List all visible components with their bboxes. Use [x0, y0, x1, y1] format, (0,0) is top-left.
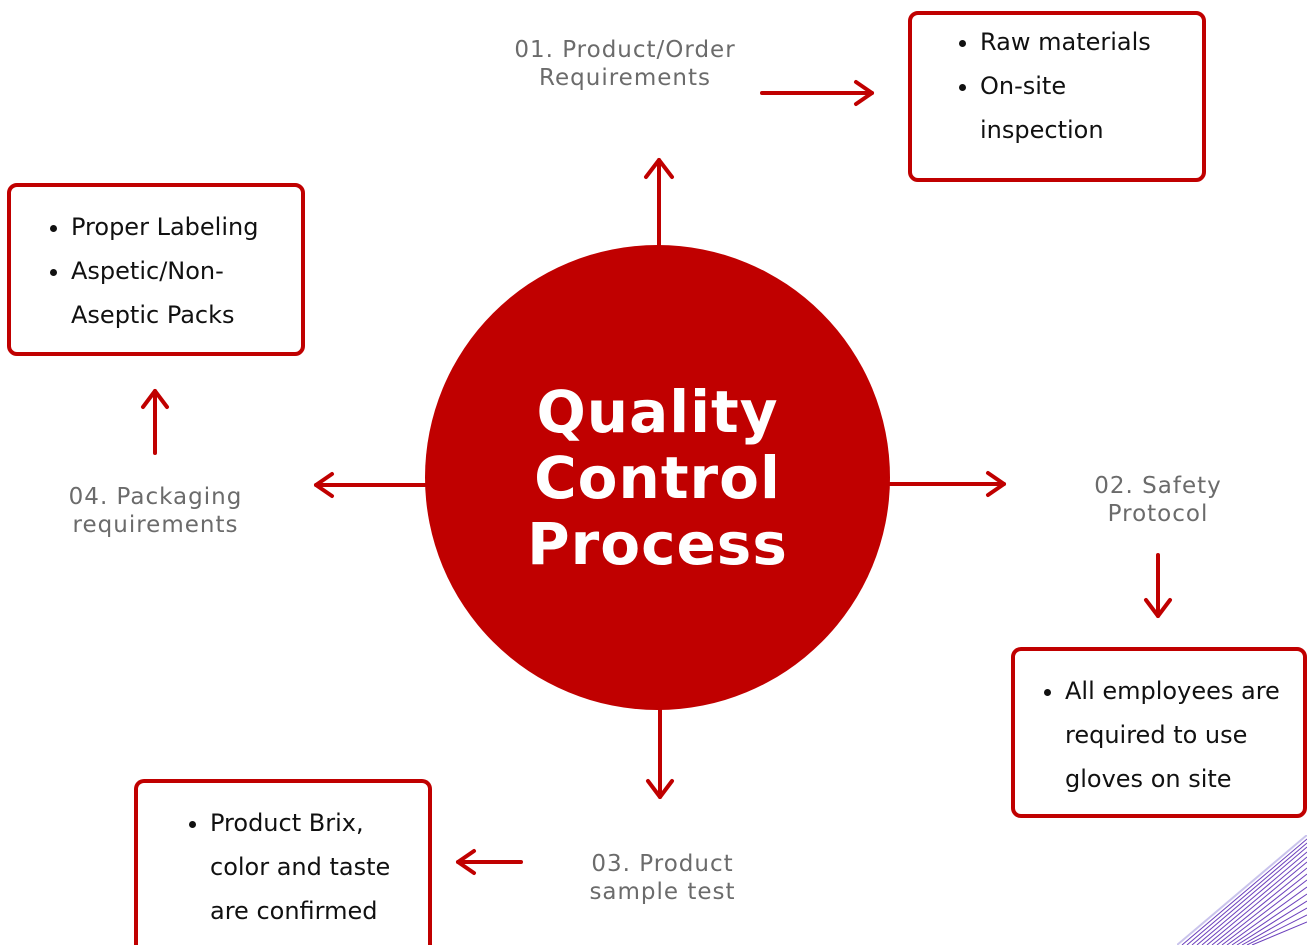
step4-box: Proper Labeling Aspetic/Non-Aseptic Pack… — [7, 183, 305, 356]
center-circle: Quality Control Process — [425, 245, 890, 710]
corner-decoration — [1177, 835, 1307, 945]
arrow-right-to-step2 — [888, 471, 1006, 497]
step3-box: Product Brix, color and taste are confir… — [134, 779, 432, 945]
step2-item-gloves: All employees are required to use gloves… — [1065, 669, 1289, 801]
step4-item-labeling: Proper Labeling — [71, 205, 301, 249]
step1-item-raw-materials: Raw materials — [980, 20, 1202, 64]
arrow-up-to-step4-box — [141, 389, 169, 455]
step1-item-onsite-inspection: On-site inspection — [980, 64, 1120, 152]
step2-box: All employees are required to use gloves… — [1011, 647, 1307, 818]
arrow-left-to-step3-box — [456, 849, 523, 875]
step1-label: 01. Product/Order Requirements — [514, 37, 736, 91]
title-line-2: Control — [534, 443, 781, 512]
arrow-down-to-step2-box — [1144, 553, 1172, 618]
step3-label: 03. Product sample test — [589, 851, 736, 905]
arrow-right-to-step1-box — [760, 80, 874, 106]
step2-label: 02. Safety Protocol — [1094, 473, 1222, 527]
step1-box: Raw materials On-site inspection — [908, 11, 1206, 182]
step4-item-packs: Aspetic/Non-Aseptic Packs — [71, 249, 241, 337]
arrow-left-to-step4 — [314, 472, 427, 498]
step4-label: 04. Packaging requirements — [68, 484, 243, 538]
title-line-3: Process — [527, 509, 788, 578]
title-line-1: Quality — [536, 377, 779, 446]
arrow-down-to-step3 — [646, 708, 674, 799]
arrow-up-to-step1 — [644, 158, 674, 247]
step3-item-brix: Product Brix, color and taste are confir… — [210, 801, 400, 933]
